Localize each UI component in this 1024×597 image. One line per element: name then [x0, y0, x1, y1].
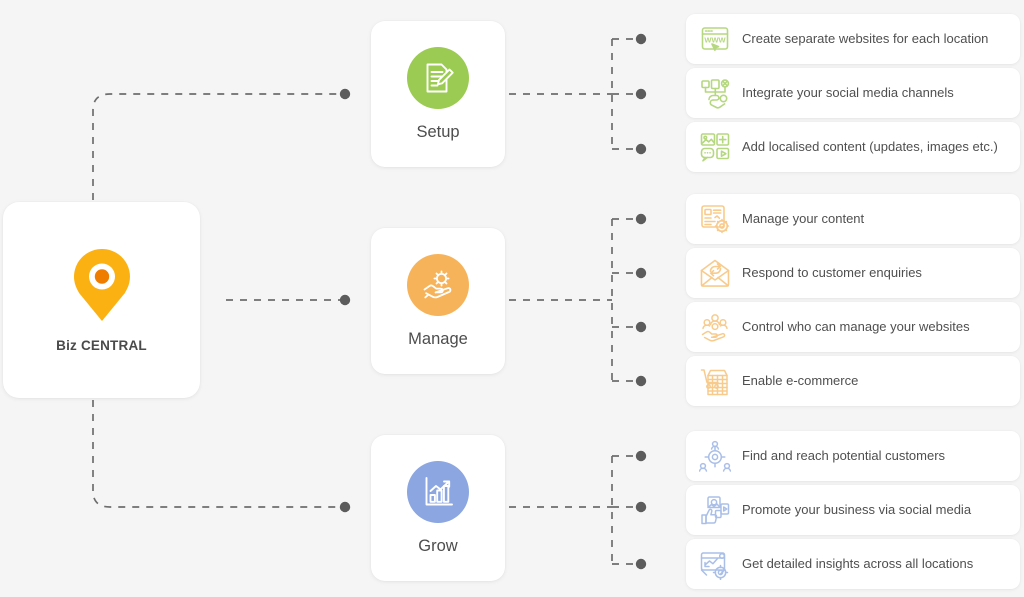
leaf-label: Manage your content [742, 211, 865, 227]
dot-setup-2 [635, 88, 647, 100]
stage-label-setup: Setup [416, 122, 460, 141]
dot-hub-grow [339, 501, 351, 513]
dot-manage-3 [635, 321, 647, 333]
dot-hub-manage [339, 294, 351, 306]
dot-manage-4 [635, 375, 647, 387]
stage-label-grow: Grow [418, 536, 458, 555]
wire-hub-setup [92, 93, 341, 200]
dot-grow-2 [635, 501, 647, 513]
wire-hub-grow [92, 400, 341, 508]
leaf-label: Integrate your social media channels [742, 85, 954, 101]
document-pencil-icon [426, 63, 454, 92]
connector-dots [339, 33, 647, 570]
dot-manage-2 [635, 267, 647, 279]
shop-cart-icon [698, 364, 732, 398]
hand-users-icon [698, 310, 732, 344]
hub-node-biz-central[interactable]: Biz CENTRAL [3, 202, 200, 398]
leaf-label: Control who can manage your websites [742, 319, 970, 335]
stage-label-manage: Manage [408, 329, 468, 348]
dot-hub-setup [339, 88, 351, 100]
leaf-card-setup-1[interactable]: WWW Create separate websites for each lo… [686, 14, 1020, 64]
leaf-label: Respond to customer enquiries [742, 265, 922, 281]
leaf-label: Find and reach potential customers [742, 448, 946, 464]
map-pin-icon [73, 248, 130, 321]
stage-icon-circle-manage [407, 253, 469, 316]
leaf-card-setup-3[interactable]: Add localised content (updates, images e… [686, 122, 1020, 172]
dot-setup-3 [635, 143, 647, 155]
leaf-card-manage-4[interactable]: Enable e-commerce [686, 356, 1020, 406]
leaf-card-setup-2[interactable]: Integrate your social media channels [686, 68, 1020, 118]
target-users-icon [698, 439, 732, 473]
stage-node-manage[interactable]: Manage [371, 228, 505, 374]
leaf-card-manage-2[interactable]: Respond to customer enquiries [686, 248, 1020, 298]
leaf-card-grow-1[interactable]: Find and reach potential customers [686, 431, 1020, 481]
stage-icon-circle-setup [407, 46, 469, 109]
dot-setup-1 [635, 33, 647, 45]
social-network-icon [698, 76, 732, 110]
leaf-label: Create separate websites for each locati… [742, 31, 989, 47]
leaf-label: Promote your business via social media [742, 502, 972, 518]
leaf-label: Get detailed insights across all locatio… [742, 556, 974, 572]
media-content-icon [698, 130, 732, 164]
leaf-card-manage-3[interactable]: Control who can manage your websites [686, 302, 1020, 352]
leaf-card-manage-1[interactable]: Manage your content [686, 194, 1020, 244]
stage-node-setup[interactable]: Setup [371, 21, 505, 167]
dot-grow-3 [635, 558, 647, 570]
dot-grow-1 [635, 450, 647, 462]
leaf-card-grow-3[interactable]: Get detailed insights across all locatio… [686, 539, 1020, 589]
leaf-label: Enable e-commerce [742, 373, 859, 389]
stage-node-grow[interactable]: Grow [371, 435, 505, 581]
bar-chart-arrow-icon [425, 476, 453, 505]
dot-manage-1 [635, 213, 647, 225]
svg-text:WWW: WWW [704, 36, 726, 45]
hand-gear-icon [423, 270, 452, 298]
stage-icon-circle-grow [407, 460, 469, 523]
hub-label: Biz CENTRAL [56, 337, 147, 353]
browser-www-icon: WWW [698, 22, 732, 56]
leaf-label: Add localised content (updates, images e… [742, 139, 998, 155]
envelope-reply-icon [698, 256, 732, 290]
leaf-card-grow-2[interactable]: Promote your business via social media [686, 485, 1020, 535]
insights-chart-icon [698, 547, 732, 581]
megaphone-social-icon [698, 493, 732, 527]
content-settings-icon [698, 202, 732, 236]
